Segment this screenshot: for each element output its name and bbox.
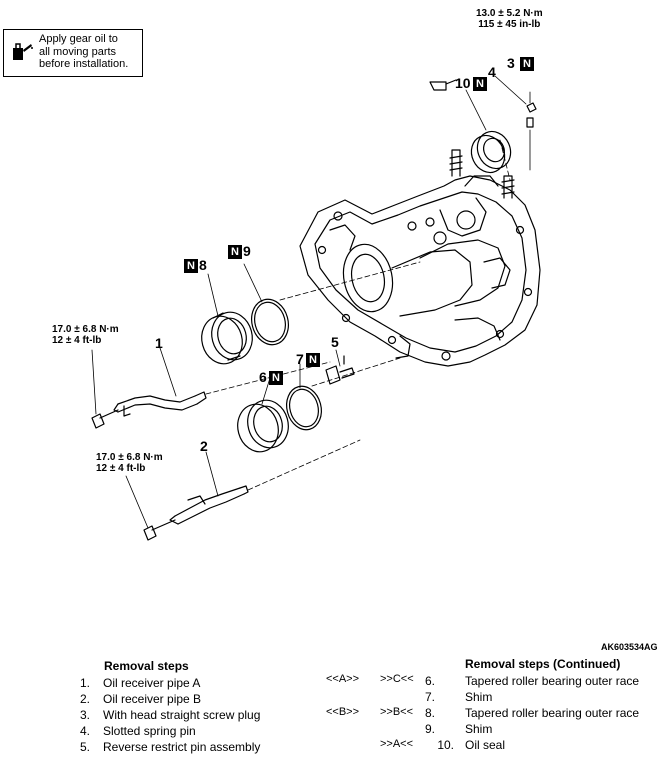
step-text: Tapered roller bearing outer race	[465, 706, 640, 720]
n-mark-10: N	[473, 77, 487, 91]
callout-7: 7	[296, 351, 304, 367]
step-text: Oil receiver pipe B	[103, 692, 202, 706]
torque-pipe-b: 17.0 ± 6.8 N·m 12 ± 4 ft-lb	[96, 452, 163, 474]
step-text: Oil seal	[465, 738, 506, 752]
step-text: With head straight screw plug	[103, 708, 261, 722]
mark-install-6: >>C<<	[380, 673, 414, 685]
callout-10: 10	[455, 75, 471, 91]
callout-1: 1	[155, 335, 163, 351]
oil-receiver-pipe-b	[143, 485, 249, 541]
leader-shim-9	[279, 261, 421, 301]
oil-can-small-icon	[429, 79, 457, 91]
figure-code: AK603534AG	[601, 642, 658, 652]
mark-removal-8: <<B>>	[326, 706, 360, 718]
callout-5: 5	[331, 334, 339, 350]
step-num: 5.	[79, 740, 90, 754]
removal-steps-title: Removal steps	[104, 659, 189, 673]
transaxle-case	[299, 149, 541, 367]
oil-note-box: Apply gear oil to all moving parts befor…	[3, 29, 143, 77]
step-num: 2.	[79, 692, 90, 706]
torque-pipe-a-ftlb: 12 ± 4 ft-lb	[52, 335, 102, 346]
callout-6: 6	[259, 369, 267, 385]
torque-plug: 13.0 ± 5.2 N·m 115 ± 45 in-lb	[476, 8, 543, 30]
step-num: 6.	[424, 674, 435, 688]
bearing-race-6	[237, 399, 289, 453]
leader-pipe-a	[205, 361, 331, 395]
screw-plug-and-pin	[494, 75, 537, 171]
note-line-2: all moving parts	[39, 45, 117, 58]
oil-can-icon	[13, 43, 33, 60]
torque-plug-nm: 13.0 ± 5.2 N·m	[476, 8, 543, 19]
leader-seal	[499, 139, 511, 181]
callout-3: 3	[507, 55, 515, 71]
oil-note-text: Apply gear oil to all moving parts befor…	[39, 33, 128, 71]
step-num: 10.	[437, 738, 454, 752]
n-mark-3: N	[520, 57, 534, 71]
torque-pipe-a: 17.0 ± 6.8 N·m 12 ± 4 ft-lb	[52, 324, 119, 346]
bearing-race-8	[201, 311, 253, 365]
removal-steps-continued-title: Removal steps (Continued)	[465, 657, 621, 671]
callout-4: 4	[488, 64, 496, 80]
oil-seal	[470, 130, 512, 174]
step-text: Shim	[465, 722, 493, 736]
callout-2: 2	[200, 438, 208, 454]
step-text: Oil receiver pipe A	[103, 676, 201, 690]
callout-9: 9	[243, 243, 251, 259]
oil-receiver-pipe-a	[91, 391, 207, 429]
step-num: 8.	[424, 706, 435, 720]
step-text: Reverse restrict pin assembly	[103, 740, 261, 754]
torque-pipe-a-nm: 17.0 ± 6.8 N·m	[52, 324, 119, 335]
n-mark-8: N	[184, 259, 198, 273]
n-mark-6: N	[269, 371, 283, 385]
shim-9	[251, 298, 289, 346]
note-line-3: before installation.	[39, 58, 129, 70]
step-text: Slotted spring pin	[103, 724, 196, 738]
step-num: 7.	[424, 690, 435, 704]
restrict-pin-assembly	[325, 355, 355, 385]
step-text: Shim	[465, 690, 493, 704]
mark-removal-6: <<A>>	[326, 673, 360, 685]
n-mark-9: N	[228, 245, 242, 259]
callout-8: 8	[199, 257, 207, 273]
n-mark-7: N	[306, 353, 320, 367]
step-num: 4.	[79, 724, 90, 738]
mark-install-10: >>A<<	[380, 738, 414, 750]
leader-pipe-b	[247, 439, 361, 491]
torque-pipe-b-ftlb: 12 ± 4 ft-lb	[96, 463, 146, 474]
torque-pipe-b-nm: 17.0 ± 6.8 N·m	[96, 452, 163, 463]
step-num: 1.	[79, 676, 90, 690]
note-line-1: Apply gear oil to	[39, 33, 118, 45]
step-num: 3.	[79, 708, 90, 722]
shim-7	[286, 385, 322, 431]
step-num: 9.	[424, 722, 435, 736]
mark-install-8: >>B<<	[380, 706, 414, 718]
leader-shim-7	[311, 357, 401, 387]
step-text: Tapered roller bearing outer race	[465, 674, 640, 688]
torque-plug-inlb: 115 ± 45 in-lb	[478, 19, 541, 30]
